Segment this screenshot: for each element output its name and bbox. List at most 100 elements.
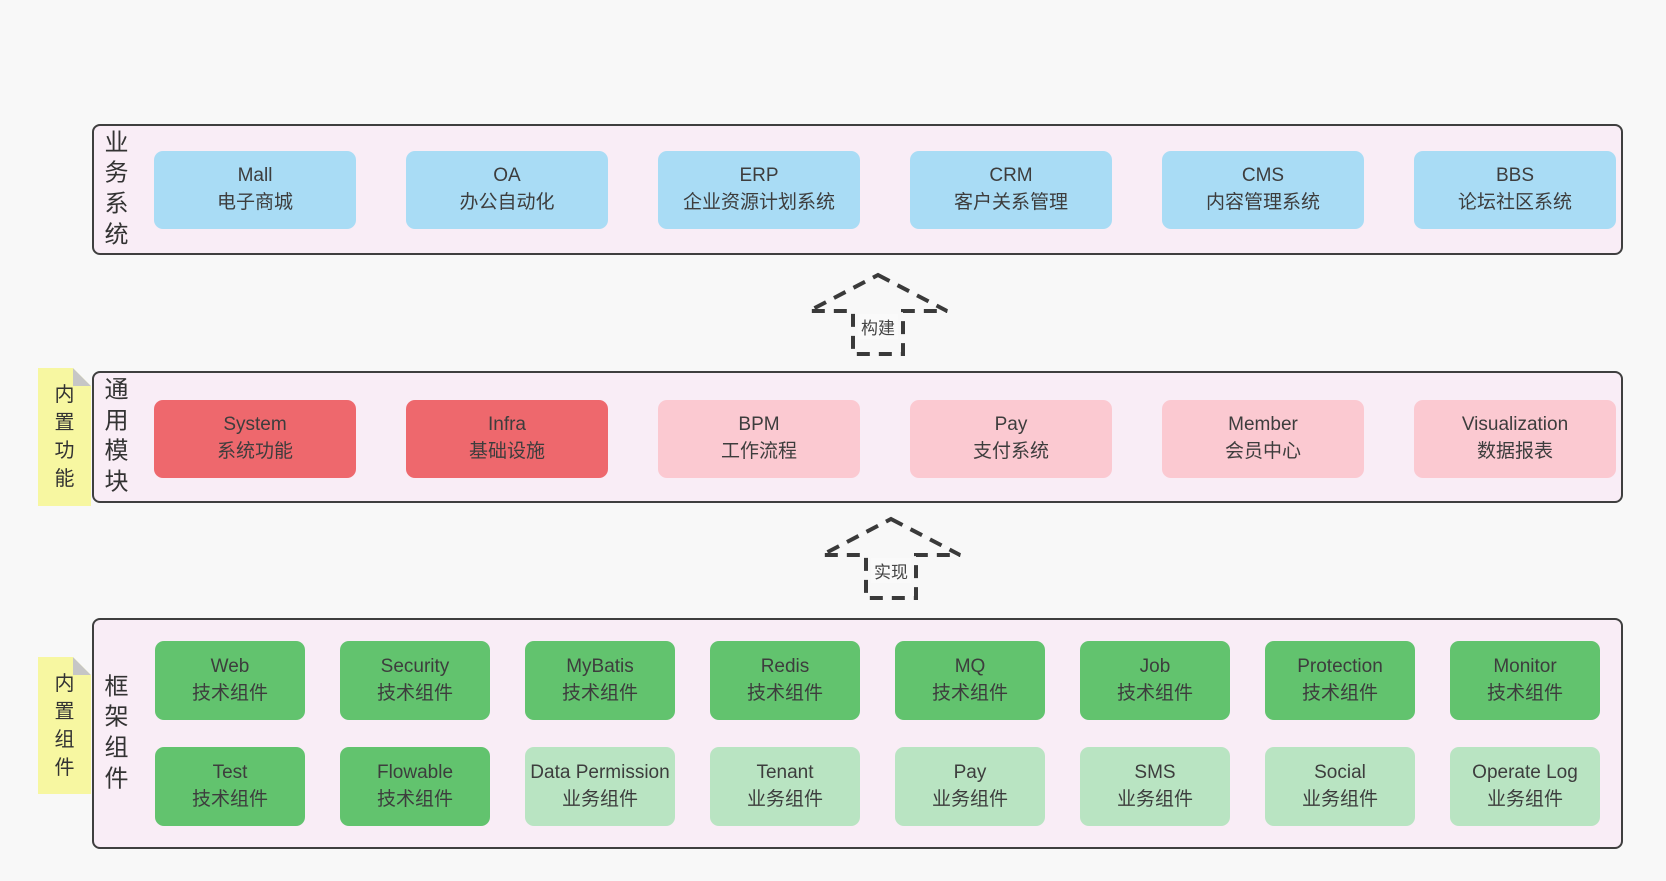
arrow-implement: 实现: [821, 516, 961, 601]
sticky-label: 内置组件: [54, 672, 75, 779]
box-subtitle: 会员中心: [1224, 441, 1301, 462]
panel-framework-components: 框架组件 Web 技术组件 Security 技术组件 MyBatis 技术组件…: [92, 618, 1623, 849]
box-title: System: [223, 414, 287, 436]
panel-label-business-systems: 业务系统: [104, 129, 129, 249]
box-sms: SMS 业务组件: [1080, 747, 1230, 826]
box-social: Social 业务组件: [1265, 747, 1415, 826]
box-subtitle: 电子商城: [216, 192, 293, 213]
box-title: Data Permission: [530, 761, 670, 783]
panel-label-common-modules: 通用模块: [104, 376, 129, 496]
box-system: System 系统功能: [154, 400, 356, 478]
box-crm: CRM 客户关系管理: [910, 151, 1112, 229]
box-redis: Redis 技术组件: [710, 641, 860, 720]
page-fold-icon: [73, 657, 91, 675]
box-oa: OA 办公自动化: [406, 151, 608, 229]
box-title: BPM: [738, 414, 780, 436]
box-subtitle: 支付系统: [972, 441, 1049, 462]
box-title: Infra: [487, 414, 527, 436]
box-test: Test 技术组件: [155, 747, 305, 826]
box-subtitle: 数据报表: [1476, 441, 1553, 462]
box-subtitle: 业务组件: [1486, 788, 1563, 810]
box-subtitle: 业务组件: [561, 788, 638, 810]
dashed-up-arrow-icon: [821, 516, 961, 600]
box-title: MQ: [954, 655, 986, 677]
box-operate-log: Operate Log 业务组件: [1450, 747, 1600, 826]
box-subtitle: 基础设施: [468, 441, 545, 462]
box-subtitle: 业务组件: [746, 788, 823, 810]
box-title: Protection: [1297, 655, 1383, 677]
box-title: MyBatis: [566, 655, 634, 677]
box-subtitle: 客户关系管理: [953, 192, 1068, 213]
box-subtitle: 技术组件: [376, 682, 453, 704]
box-title: Member: [1228, 414, 1298, 436]
box-subtitle: 业务组件: [1301, 788, 1378, 810]
box-title: Pay: [994, 414, 1028, 436]
box-infra: Infra 基础设施: [406, 400, 608, 478]
box-title: OA: [493, 165, 521, 187]
box-pay-component: Pay 业务组件: [895, 747, 1045, 826]
page-fold-icon: [73, 368, 91, 386]
box-bbs: BBS 论坛社区系统: [1414, 151, 1616, 229]
box-subtitle: 办公自动化: [459, 192, 555, 213]
box-title: Pay: [953, 761, 987, 783]
arrow-label-build: 构建: [858, 314, 898, 339]
box-bpm: BPM 工作流程: [658, 400, 860, 478]
box-subtitle: 企业资源计划系统: [682, 192, 835, 213]
box-title: Tenant: [756, 761, 814, 783]
box-title: BBS: [1495, 165, 1535, 187]
box-member: Member 会员中心: [1162, 400, 1364, 478]
box-flowable: Flowable 技术组件: [340, 747, 490, 826]
box-title: SMS: [1134, 761, 1176, 783]
box-subtitle: 技术组件: [376, 788, 453, 810]
box-pay-module: Pay 支付系统: [910, 400, 1112, 478]
panel-label-framework-components: 框架组件: [104, 673, 129, 793]
box-subtitle: 技术组件: [1301, 682, 1378, 704]
box-monitor: Monitor 技术组件: [1450, 641, 1600, 720]
box-subtitle: 技术组件: [1486, 682, 1563, 704]
box-title: Social: [1314, 761, 1366, 783]
box-web: Web 技术组件: [155, 641, 305, 720]
box-title: CRM: [989, 165, 1033, 187]
box-title: Security: [380, 655, 450, 677]
panel-business-systems: 业务系统 Mall 电子商城 OA 办公自动化 ERP 企业资源计划系统 CRM…: [92, 124, 1623, 255]
panel-common-modules: 通用模块 System 系统功能 Infra 基础设施 BPM 工作流程 Pay…: [92, 371, 1623, 503]
box-mall: Mall 电子商城: [154, 151, 356, 229]
sticky-note-built-in-functions: 内置功能: [38, 368, 91, 506]
box-job: Job 技术组件: [1080, 641, 1230, 720]
box-title: Mall: [237, 165, 273, 187]
box-subtitle: 技术组件: [1116, 682, 1193, 704]
box-subtitle: 技术组件: [561, 682, 638, 704]
box-title: Job: [1139, 655, 1171, 677]
box-erp: ERP 企业资源计划系统: [658, 151, 860, 229]
box-title: Web: [210, 655, 250, 677]
box-subtitle: 内容管理系统: [1205, 192, 1320, 213]
box-subtitle: 工作流程: [720, 441, 797, 462]
box-subtitle: 业务组件: [931, 788, 1008, 810]
box-subtitle: 业务组件: [1116, 788, 1193, 810]
sticky-note-built-in-components: 内置组件: [38, 657, 91, 794]
box-subtitle: 系统功能: [216, 441, 293, 462]
box-title: Test: [212, 761, 248, 783]
box-subtitle: 论坛社区系统: [1457, 192, 1572, 213]
box-subtitle: 技术组件: [191, 682, 268, 704]
box-mq: MQ 技术组件: [895, 641, 1045, 720]
box-visualization: Visualization 数据报表: [1414, 400, 1616, 478]
box-title: Redis: [760, 655, 810, 677]
box-title: Visualization: [1461, 414, 1569, 436]
dashed-up-arrow-icon: [808, 272, 948, 356]
box-subtitle: 技术组件: [746, 682, 823, 704]
box-mybatis: MyBatis 技术组件: [525, 641, 675, 720]
arrow-label-implement: 实现: [871, 558, 911, 583]
box-title: Monitor: [1493, 655, 1557, 677]
box-title: Operate Log: [1472, 761, 1578, 783]
box-subtitle: 技术组件: [191, 788, 268, 810]
box-title: ERP: [739, 165, 779, 187]
box-data-permission: Data Permission 业务组件: [525, 747, 675, 826]
box-tenant: Tenant 业务组件: [710, 747, 860, 826]
sticky-label: 内置功能: [54, 384, 75, 490]
box-security: Security 技术组件: [340, 641, 490, 720]
box-title: CMS: [1241, 165, 1285, 187]
arrow-build: 构建: [808, 272, 948, 357]
box-cms: CMS 内容管理系统: [1162, 151, 1364, 229]
box-title: Flowable: [376, 761, 454, 783]
